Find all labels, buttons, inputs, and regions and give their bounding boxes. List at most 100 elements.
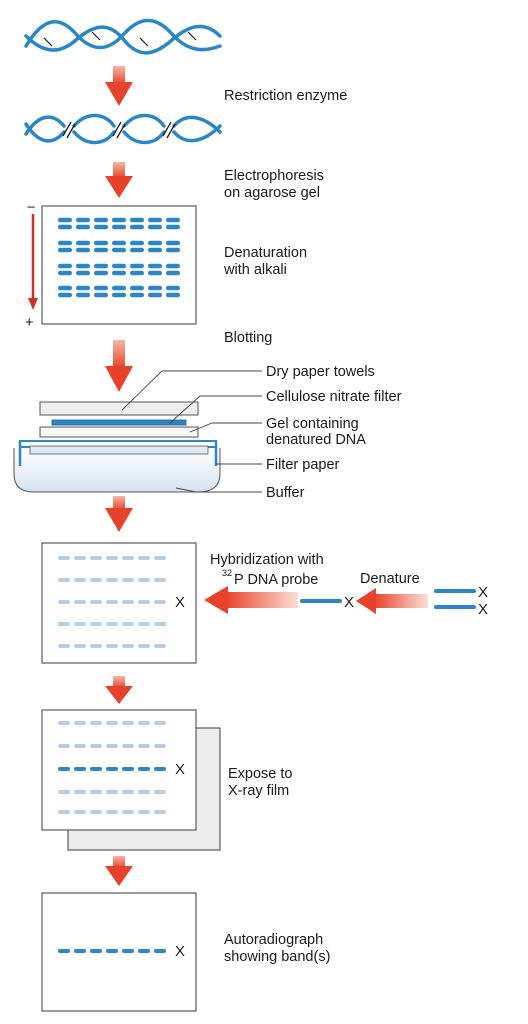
band bbox=[154, 744, 166, 748]
band bbox=[112, 263, 126, 269]
band bbox=[138, 644, 150, 648]
band bbox=[122, 744, 134, 748]
label-denaturation-line1: Denaturation bbox=[224, 245, 307, 261]
band bbox=[58, 600, 70, 604]
buffer-tray bbox=[13, 448, 221, 493]
band bbox=[90, 556, 102, 560]
band bbox=[106, 949, 118, 953]
band bbox=[94, 263, 108, 269]
band bbox=[112, 292, 126, 298]
dry-paper-towels bbox=[39, 401, 199, 416]
label-gel-line2: denatured DNA bbox=[266, 432, 366, 448]
band bbox=[58, 292, 72, 298]
flow-arrow-3 bbox=[105, 340, 133, 392]
band bbox=[58, 644, 70, 648]
label-expose-line1: Expose to bbox=[228, 766, 293, 782]
band bbox=[90, 600, 102, 604]
band bbox=[74, 744, 86, 748]
probe-duplex-strand-top bbox=[434, 589, 476, 593]
band bbox=[94, 270, 108, 276]
band bbox=[106, 578, 118, 582]
label-restriction-enzyme: Restriction enzyme bbox=[224, 88, 347, 104]
hybridized-band-marker: X bbox=[175, 594, 185, 611]
band bbox=[74, 790, 86, 794]
band bbox=[138, 556, 150, 560]
band bbox=[58, 767, 70, 771]
band bbox=[138, 810, 150, 814]
band bbox=[122, 767, 134, 771]
band bbox=[154, 600, 166, 604]
band bbox=[138, 578, 150, 582]
band bbox=[58, 285, 72, 291]
probe-duplex-strand-bottom bbox=[434, 605, 476, 609]
label-hybridization-line2: P DNA probe bbox=[234, 572, 318, 588]
band bbox=[112, 247, 126, 253]
label-hybridization-line1: Hybridization with bbox=[210, 552, 324, 568]
gel-positive-pole: + bbox=[25, 315, 33, 331]
band bbox=[148, 270, 162, 276]
band bbox=[166, 217, 180, 223]
band bbox=[58, 263, 72, 269]
band bbox=[76, 217, 90, 223]
band bbox=[112, 240, 126, 246]
band bbox=[58, 270, 72, 276]
label-filter-paper: Filter paper bbox=[266, 457, 340, 473]
blotting-apparatus bbox=[13, 401, 221, 493]
band bbox=[122, 790, 134, 794]
band bbox=[94, 240, 108, 246]
band bbox=[148, 263, 162, 269]
band bbox=[138, 622, 150, 626]
probe-duplex-marker-top: X bbox=[478, 584, 488, 601]
label-electrophoresis-line1: Electrophoresis bbox=[224, 168, 324, 184]
band bbox=[76, 285, 90, 291]
band bbox=[130, 263, 144, 269]
band bbox=[58, 790, 70, 794]
gel-bands bbox=[58, 217, 180, 298]
band bbox=[106, 644, 118, 648]
hybridization-bands bbox=[58, 556, 166, 648]
band bbox=[74, 644, 86, 648]
band bbox=[106, 556, 118, 560]
band bbox=[90, 767, 102, 771]
band bbox=[130, 247, 144, 253]
cellulose-nitrate-filter bbox=[51, 419, 187, 426]
band bbox=[130, 217, 144, 223]
band bbox=[130, 270, 144, 276]
band bbox=[148, 224, 162, 230]
band bbox=[138, 949, 150, 953]
label-blotting: Blotting bbox=[224, 330, 272, 346]
gel-layer bbox=[39, 426, 199, 438]
band bbox=[76, 224, 90, 230]
band bbox=[106, 810, 118, 814]
band bbox=[112, 285, 126, 291]
band bbox=[130, 285, 144, 291]
label-denature: Denature bbox=[360, 571, 420, 587]
band bbox=[122, 556, 134, 560]
band bbox=[76, 270, 90, 276]
band bbox=[90, 790, 102, 794]
band bbox=[58, 217, 72, 223]
band bbox=[90, 721, 102, 725]
band bbox=[74, 578, 86, 582]
band bbox=[154, 644, 166, 648]
band bbox=[154, 721, 166, 725]
band bbox=[166, 292, 180, 298]
probe-label-marker: X bbox=[344, 594, 354, 611]
band bbox=[122, 622, 134, 626]
dna-base-pair-ticks bbox=[43, 31, 197, 47]
band bbox=[166, 247, 180, 253]
band bbox=[94, 224, 108, 230]
band bbox=[138, 721, 150, 725]
autoradiograph-band-marker: X bbox=[175, 943, 185, 960]
band bbox=[148, 292, 162, 298]
band bbox=[166, 240, 180, 246]
band bbox=[112, 270, 126, 276]
band bbox=[74, 622, 86, 626]
probe-duplex-marker-bottom: X bbox=[478, 601, 488, 618]
band bbox=[122, 810, 134, 814]
exposure-band-marker: X bbox=[175, 761, 185, 778]
band bbox=[112, 217, 126, 223]
band bbox=[122, 578, 134, 582]
band bbox=[76, 240, 90, 246]
